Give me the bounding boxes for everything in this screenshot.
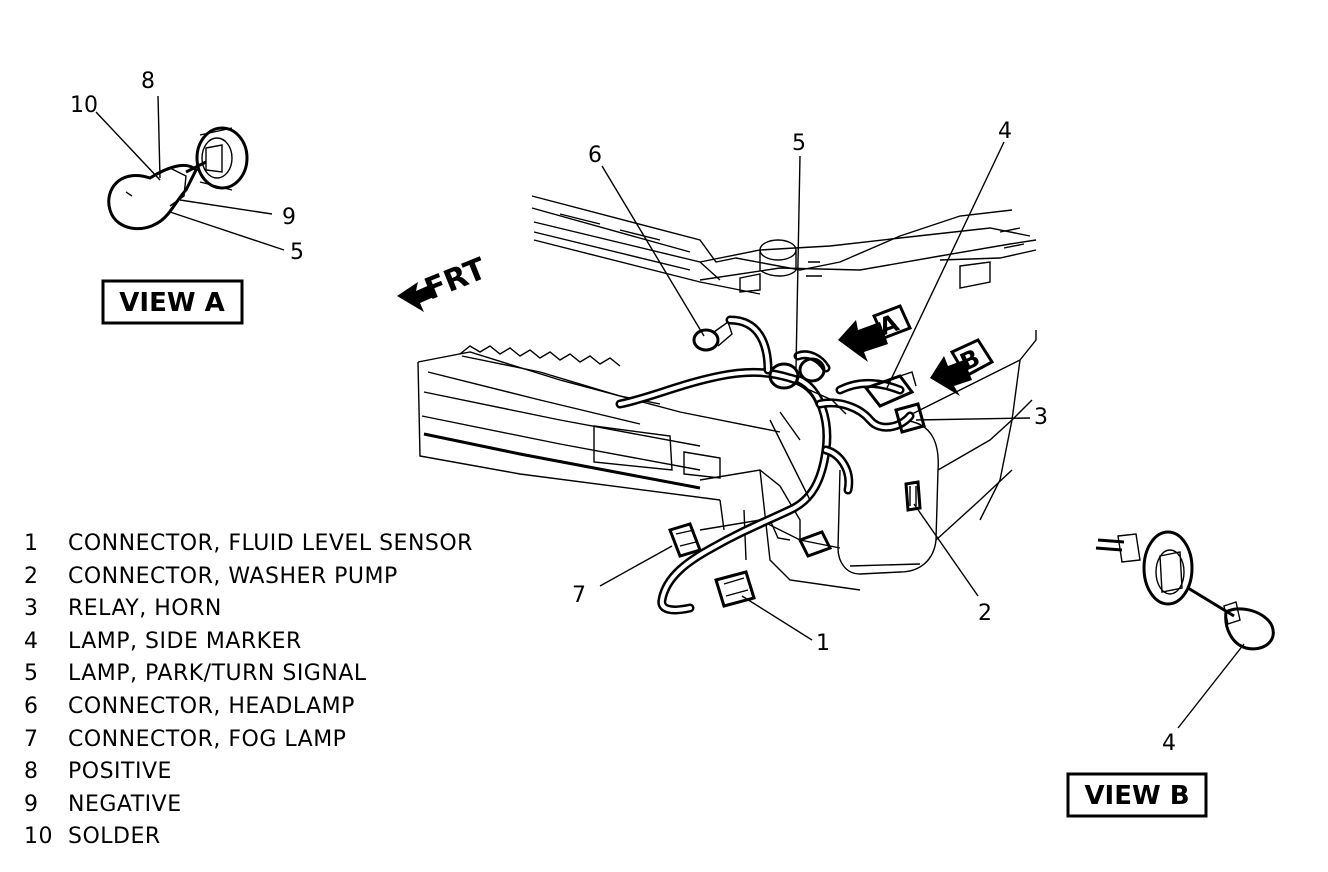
callout-6: 6 (588, 143, 602, 168)
view-b-socket (1142, 530, 1194, 606)
view-b-label: VIEW B (1084, 781, 1189, 811)
leader-5 (795, 155, 801, 369)
legend-text: LAMP, PARK/TURN SIGNAL (68, 661, 367, 687)
callout-4: 4 (998, 119, 1012, 144)
view-a-pointer: A (838, 304, 913, 362)
legend-number: 2 (24, 563, 39, 589)
legend-number: 6 (24, 693, 39, 719)
legend-number: 4 (24, 628, 39, 654)
legend-text: CONNECTOR, FLUID LEVEL SENSOR (68, 531, 473, 556)
view-a-label-box (101, 279, 244, 325)
leader-10 (95, 111, 161, 181)
side-marker-lamp (863, 371, 917, 408)
callout-7: 7 (572, 583, 586, 608)
headlamp-connector (692, 320, 733, 352)
legend-text: NEGATIVE (68, 791, 182, 817)
view-a-label: VIEW A (119, 288, 224, 318)
callout-1: 1 (816, 631, 830, 656)
leader-1 (741, 595, 813, 641)
view-b-label-box (1066, 772, 1208, 818)
front-arrow: FRT (397, 251, 492, 312)
callout-8: 8 (141, 69, 155, 94)
legend-number: 7 (24, 726, 39, 752)
legend-text: RELAY, HORN (68, 596, 222, 622)
legend-item: 5 LAMP, PARK/TURN SIGNAL (24, 658, 473, 691)
lower-frame (699, 469, 861, 591)
leader-7 (599, 545, 673, 587)
frt-label: FRT (420, 251, 492, 307)
leader-9 (179, 199, 273, 215)
park-turn-lamp (768, 357, 847, 415)
legend-text: CONNECTOR, WASHER PUMP (68, 563, 398, 589)
leader-8 (157, 95, 161, 179)
view-a-socket (195, 126, 249, 191)
horn-relay (894, 402, 926, 434)
legend-number: 9 (24, 791, 39, 817)
view-a-detail: 8 10 9 5 VIEW A (70, 69, 304, 325)
callout-4b: 4 (1162, 731, 1176, 756)
washer-pump-connector (904, 480, 922, 512)
leader-4b (1177, 643, 1245, 729)
legend-item: 7 CONNECTOR, FOG LAMP (24, 724, 473, 757)
legend-item: 6 CONNECTOR, HEADLAMP (24, 691, 473, 724)
legend-item: 10 SOLDER (24, 821, 473, 854)
legend-number: 8 (24, 759, 39, 785)
fluid-level-connector (714, 530, 833, 608)
legend-item: 9 NEGATIVE (24, 789, 473, 822)
front-fascia (417, 345, 781, 501)
engine-bay-illustration: A B 6 5 4 3 2 1 7 (417, 119, 1048, 656)
leader-4 (885, 141, 1005, 391)
legend-item: 4 LAMP, SIDE MARKER (24, 626, 473, 659)
view-a-bulb (107, 160, 207, 230)
view-b-detail: 4 VIEW B (1066, 530, 1275, 818)
legend-number: 5 (24, 661, 39, 687)
callout-3: 3 (1034, 405, 1048, 430)
frt-arrow-icon (397, 282, 436, 312)
legend-item: 3 RELAY, HORN (24, 593, 473, 626)
legend-text: POSITIVE (68, 759, 172, 785)
callout-5a: 5 (290, 240, 304, 265)
legend-text: CONNECTOR, HEADLAMP (68, 693, 355, 719)
radiator-support (531, 195, 1037, 295)
leader-3 (915, 417, 1031, 421)
inner-fender (899, 330, 1037, 541)
legend-item: 1 CONNECTOR, FLUID LEVEL SENSOR (24, 528, 473, 561)
washer-reservoir (759, 239, 939, 575)
view-b-pointer: B (930, 338, 995, 396)
callout-10: 10 (70, 93, 98, 118)
leader-2 (913, 503, 979, 597)
leader-5a (169, 211, 285, 251)
callout-5: 5 (792, 131, 806, 156)
callout-2: 2 (978, 601, 992, 626)
view-b-bulb (1224, 607, 1275, 651)
legend-item: 8 POSITIVE (24, 756, 473, 789)
legend-text: LAMP, SIDE MARKER (68, 628, 302, 654)
legend-text: CONNECTOR, FOG LAMP (68, 726, 347, 752)
legend-text: SOLDER (68, 824, 161, 850)
legend-number: 1 (24, 531, 39, 556)
wiring-harness (615, 315, 915, 615)
fog-lamp-connector (668, 522, 702, 558)
legend-number: 3 (24, 596, 39, 622)
callout-9: 9 (282, 205, 296, 230)
legend-number: 10 (24, 824, 53, 850)
legend-item: 2 CONNECTOR, WASHER PUMP (24, 561, 473, 594)
leader-6 (601, 165, 705, 337)
